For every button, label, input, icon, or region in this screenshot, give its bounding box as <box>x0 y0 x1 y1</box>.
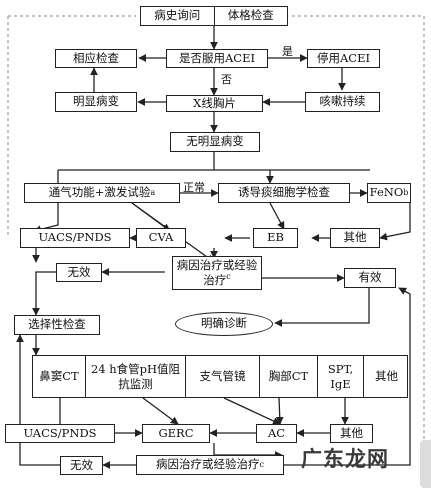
bronchoscopy-cell: 支气管镜 <box>185 356 259 397</box>
others-top-box: 其他 <box>330 228 380 248</box>
effective-box: 有效 <box>344 268 396 288</box>
uacs-pnds-top-box: UACS/PNDS <box>20 228 130 248</box>
spt-ige-cell: SPT, IgE <box>317 356 363 397</box>
lung-function-label: 通气功能+激发试验 <box>48 185 151 200</box>
obvious-lesion-box: 明显病变 <box>55 92 137 112</box>
sinus-ct-cell: 鼻窦CT <box>39 369 79 384</box>
diagnosis-oval: 明确诊断 <box>175 312 273 336</box>
chest-xray-box: X线胸片 <box>166 95 263 112</box>
watermark-text: 广东龙网 <box>301 447 389 471</box>
etiologic-treatment-sup: c <box>226 272 231 282</box>
history-exam-box: 病史询问 体格检查 <box>140 6 288 26</box>
edge-label-yes: 是 <box>282 45 293 58</box>
history-label: 病史询问 <box>141 7 215 25</box>
eb-box: EB <box>253 228 298 248</box>
etiologic-treatment-box: 病因治疗或经验治疗c <box>172 256 262 290</box>
uacs-pnds-bottom-box: UACS/PNDS <box>5 424 115 443</box>
chest-ct-cell: 胸部CT <box>259 356 317 397</box>
selective-exam-box: 选择性检查 <box>14 315 100 335</box>
watermark-badge <box>420 440 431 488</box>
feno-label: FeNO <box>369 185 404 200</box>
gerc-box: GERC <box>142 424 210 443</box>
physical-exam-label: 体格检查 <box>227 8 274 23</box>
cough-persists-box: 咳嗽持续 <box>305 92 380 112</box>
others-bottom-box: 其他 <box>330 424 373 443</box>
etiologic-treatment-label: 病因治疗或经验治疗 <box>176 257 258 287</box>
sputum-cytology-box: 诱导痰细胞学检查 <box>218 183 350 203</box>
lung-function-sup: a <box>150 188 156 198</box>
ph-monitor-cell: 24 h食管pH值阻抗监测 <box>85 356 185 397</box>
edge-label-normal: 正常 <box>183 181 205 194</box>
no-lesion-box: 无明显病变 <box>170 132 260 152</box>
treatment-bottom-label: 病因治疗或经验治疗 <box>156 457 260 472</box>
treatment-bottom-sup: c <box>259 460 264 470</box>
stop-acei-box: 停用ACEI <box>307 49 380 68</box>
ac-box: AC <box>256 424 297 443</box>
ineffective-top-box: 无效 <box>56 263 102 282</box>
others-exam-cell: 其他 <box>363 356 409 397</box>
relevant-exam-box: 相应检查 <box>55 49 137 68</box>
feno-sup: b <box>403 188 409 198</box>
ineffective-bottom-box: 无效 <box>60 456 103 475</box>
edge-label-no: 否 <box>221 73 232 86</box>
acei-question-box: 是否服用ACEI <box>166 49 268 68</box>
exam-row: 鼻窦CT 24 h食管pH值阻抗监测 支气管镜 胸部CT SPT, IgE 其他 <box>32 355 408 398</box>
cva-box: CVA <box>136 228 186 248</box>
